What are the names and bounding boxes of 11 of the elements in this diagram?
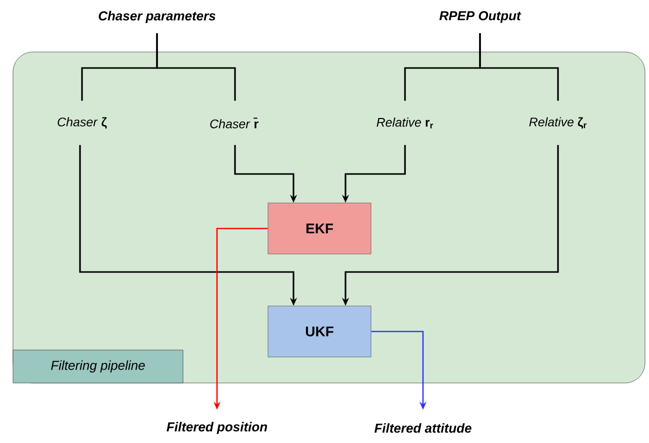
parameter-label: Chaser r̄ [210, 118, 258, 128]
heading-label: Filtered position [166, 422, 268, 434]
parameter-label: Chaser ζ [58, 117, 107, 129]
heading-label: RPEP Output [439, 11, 522, 23]
panel-tab: Filtering pipeline [12, 350, 184, 384]
parameter-label: Relative r$_{r}$ [376, 118, 434, 128]
filter-box: EKF [268, 202, 372, 254]
filter-box: UKF [268, 306, 372, 358]
heading-label: Chaser parameters [98, 10, 216, 24]
parameter-label: Relative ζ$_{r}$ [529, 117, 587, 129]
heading-label: Filtered attitude [374, 423, 472, 433]
